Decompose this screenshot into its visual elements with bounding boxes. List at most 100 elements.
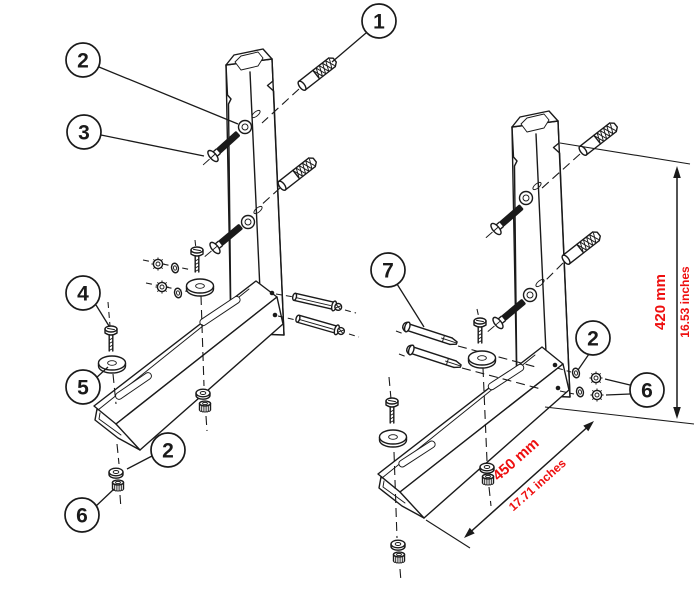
right-vertical-rail-part: [520, 113, 550, 133]
washer: [108, 467, 124, 479]
flange-nut: [151, 257, 165, 271]
callout-7-part: [396, 283, 425, 328]
callout-2-top: 2: [65, 42, 239, 125]
callout-4-part: [65, 275, 101, 311]
bolt: [190, 246, 204, 273]
left-vertical-rail-part: [266, 58, 285, 336]
nut: [392, 551, 406, 564]
arm-slot: [398, 440, 436, 468]
callout-6-bottom-part: [64, 497, 100, 533]
dimension-width-part: [583, 421, 594, 432]
flange-nut: [590, 388, 604, 402]
callout-7: 7: [370, 252, 425, 328]
bolt: [473, 317, 487, 344]
callout-7-label: 7: [382, 260, 394, 283]
callout-1-label: 1: [373, 11, 385, 34]
left-support-arm: [93, 280, 284, 451]
dimension-width-part: [425, 519, 471, 549]
callout-2-bottom-part: [126, 455, 153, 470]
large-washer: [97, 355, 127, 374]
right-assembly-axes-part: [395, 330, 408, 358]
washer: [172, 286, 184, 300]
washer: [574, 385, 586, 399]
dimension-height-part: [544, 406, 695, 425]
arm-slot: [115, 372, 152, 400]
left-support-arm-part: [94, 408, 141, 451]
left-support-arm-part: [115, 296, 284, 451]
callout-2-top-part: [98, 66, 239, 125]
dimension-width-part: [464, 527, 475, 538]
callout-1-part: [331, 32, 367, 63]
callout-1: 1: [331, 3, 397, 63]
right-assembly-axes-part: [556, 367, 575, 395]
dimension-height-part: [673, 407, 681, 419]
dimension-height-part: [673, 166, 681, 178]
washer: [169, 261, 181, 275]
callout-5: 5: [65, 366, 109, 405]
left-assembly-axes-part: [112, 373, 122, 510]
callout-2-right-part: [577, 353, 590, 371]
right-assembly-axes-part: [388, 376, 402, 583]
flange-nut: [589, 371, 603, 385]
rail-grommet: [240, 214, 256, 230]
callout-7-part: [370, 252, 406, 288]
right-assembly-axes-part: [540, 153, 581, 190]
left-assembly-axes-part: [258, 187, 281, 208]
large-washer: [378, 429, 408, 448]
flange-nut: [155, 280, 169, 294]
left-assembly-axes-part: [261, 88, 300, 124]
right-assembly-axes-part: [476, 308, 480, 319]
bolt: [385, 397, 399, 424]
rail-grommet: [522, 287, 538, 303]
callout-3-label: 3: [78, 122, 90, 145]
left-assembly-axes-part: [275, 293, 360, 338]
callout-1-part: [361, 3, 397, 39]
callout-4: 4: [65, 275, 110, 327]
callout-2-right-label: 2: [587, 328, 599, 351]
callout-5-label: 5: [77, 377, 89, 400]
dimension-width-part: [465, 422, 593, 537]
dimension-height: 420 mm 16.53 inches: [544, 142, 695, 425]
washer: [195, 388, 211, 400]
dimension-height-part: [559, 142, 691, 165]
right-assembly-axes-part: [482, 367, 492, 507]
left-support-arm-part: [98, 412, 122, 436]
carriage-bolt: [294, 312, 347, 338]
left-assembly-axes-part: [107, 301, 111, 327]
left-vertical-rail-part: [234, 51, 264, 71]
right-support-arm-part: [378, 476, 425, 519]
right-assembly-axes: [388, 153, 581, 583]
arm-bolt-hole-dot: [555, 385, 561, 391]
callout-3-part: [66, 114, 102, 150]
callout-2-bottom-label: 2: [162, 440, 174, 463]
callout-2-bottom: 2: [126, 432, 186, 470]
callout-6-bottom: 6: [64, 488, 115, 533]
callout-6-bottom-part: [94, 488, 115, 508]
left-assembly-axes: [107, 88, 360, 510]
rail-grommet: [237, 119, 253, 135]
right-vertical-rail-part: [511, 126, 518, 396]
callout-3: 3: [66, 114, 205, 157]
left-assembly-axes-part: [200, 295, 208, 432]
arm-slot: [199, 295, 241, 327]
callouts: 1 2 3 4 5 2 6: [64, 3, 665, 533]
callout-4-label: 4: [77, 283, 89, 306]
callout-6-right-part: [629, 372, 665, 408]
expansion-bolt: [404, 343, 463, 372]
arm-bolt-hole-dot: [269, 290, 275, 296]
callout-3-part: [100, 134, 205, 157]
wall-anchor: [295, 55, 339, 93]
left-assembly-axes-part: [194, 239, 197, 250]
right-support-arm-part: [399, 363, 570, 519]
wall-anchor: [275, 155, 319, 193]
large-washer: [185, 278, 215, 297]
callout-6-right-label: 6: [641, 380, 653, 403]
right-bracket-assembly: [377, 110, 620, 583]
callout-2-bottom-part: [150, 432, 186, 468]
left-vertical-rail-part: [225, 64, 232, 334]
washer: [390, 539, 406, 551]
callout-6-right-part: [605, 393, 631, 396]
rail-grommet: [518, 190, 534, 206]
